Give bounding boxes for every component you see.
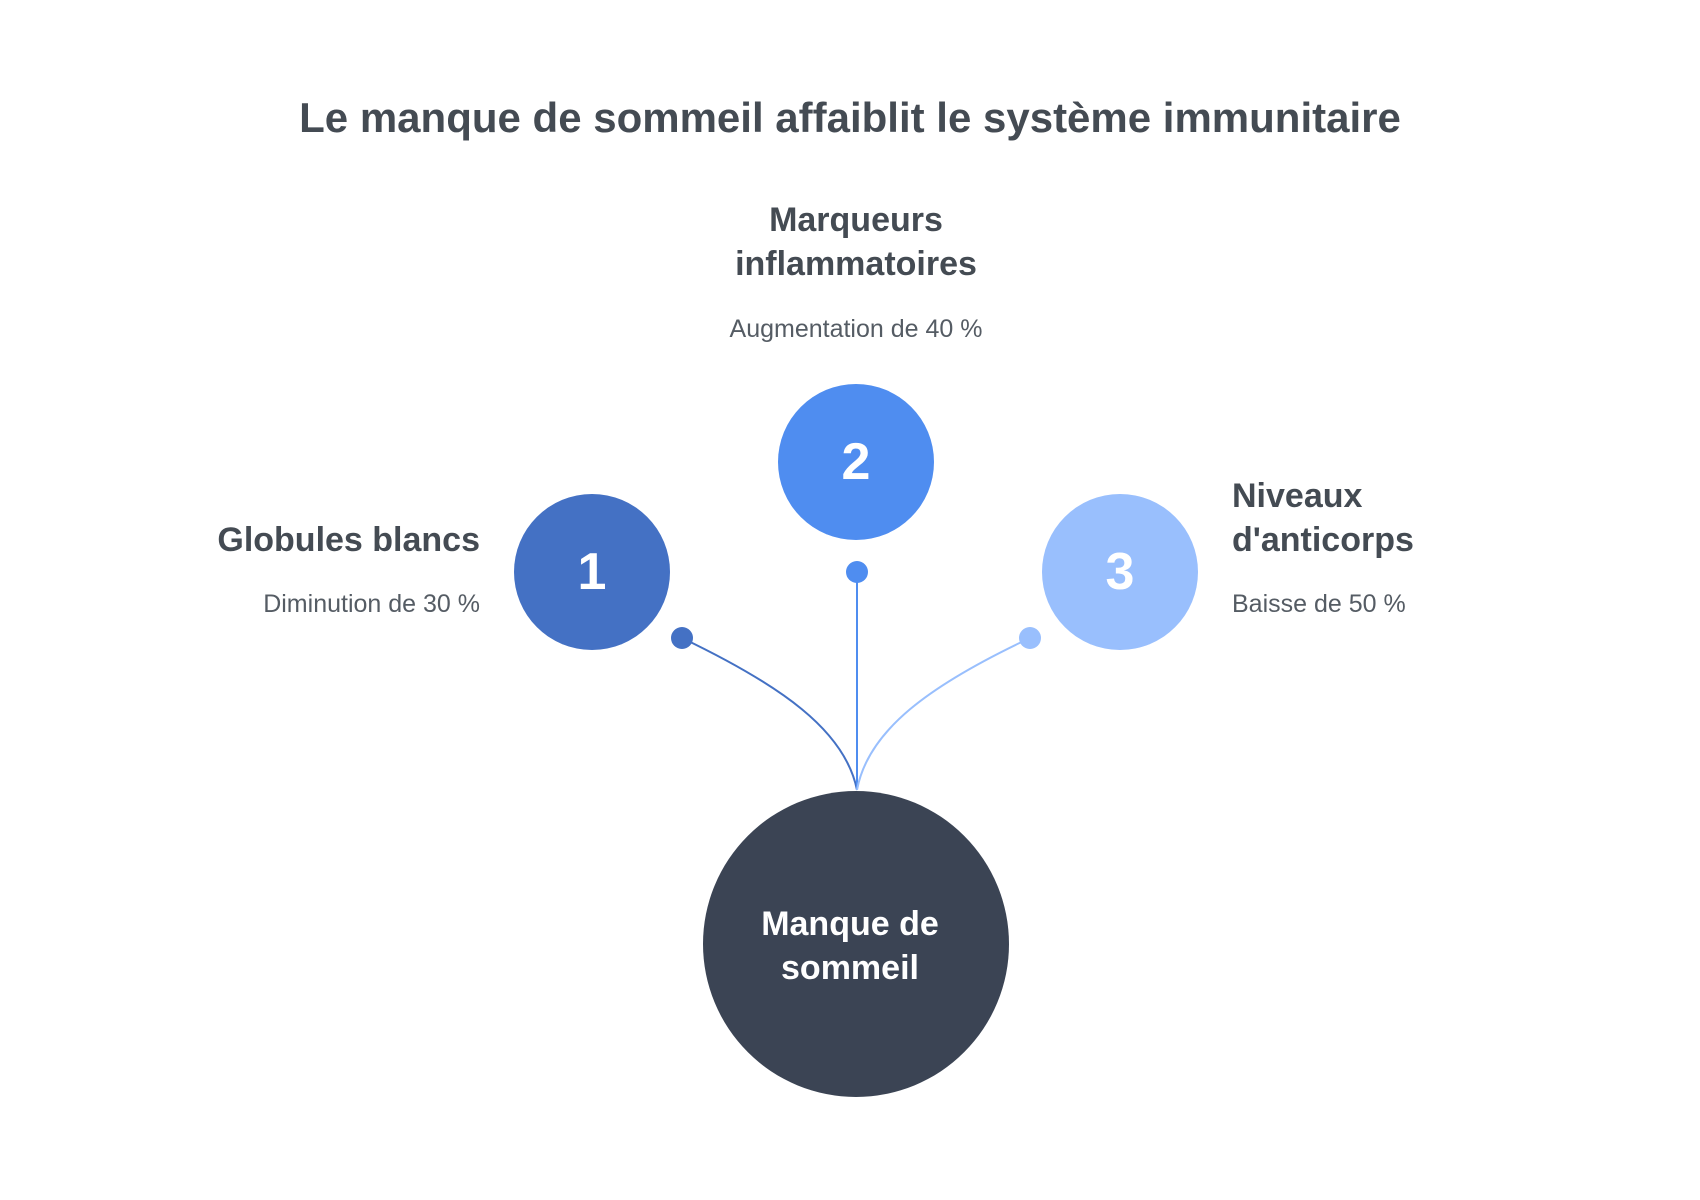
item-title-1: Globules blancs [217, 521, 480, 559]
item-title-3-line2: d'anticorps [1232, 521, 1414, 559]
item-title-2-line1: Marqueurs [769, 201, 943, 239]
item-title-3-line1: Niveaux [1232, 477, 1363, 515]
item-title-2: Marqueurs inflammatoires [656, 198, 1056, 286]
item-description-1: Diminution de 30 % [263, 590, 480, 618]
item-circle-3 [1042, 494, 1198, 650]
center-label: Manque de sommeil [700, 902, 1000, 990]
connector-dot-1 [671, 627, 693, 649]
connector-line-3 [856, 637, 1031, 791]
connector-line-1 [681, 637, 858, 791]
center-label-line1: Manque de [761, 905, 939, 943]
item-number-1: 1 [577, 543, 607, 601]
connector-dot-3 [1019, 627, 1041, 649]
diagram-title: Le manque de sommeil affaiblit le systèm… [299, 94, 1401, 141]
connector-dot-2 [846, 561, 868, 583]
item-circle-2 [778, 384, 934, 540]
item-number-3: 3 [1105, 543, 1135, 601]
item-circle-1 [514, 494, 670, 650]
center-label-line2: sommeil [781, 949, 919, 987]
item-description-2: Augmentation de 40 % [729, 315, 983, 343]
item-title-3: Niveaux d'anticorps [1232, 474, 1414, 562]
center-circle [703, 791, 1009, 1097]
item-description-3: Baisse de 50 % [1232, 590, 1406, 618]
item-number-2: 2 [841, 433, 871, 491]
item-title-2-line2: inflammatoires [735, 245, 977, 283]
